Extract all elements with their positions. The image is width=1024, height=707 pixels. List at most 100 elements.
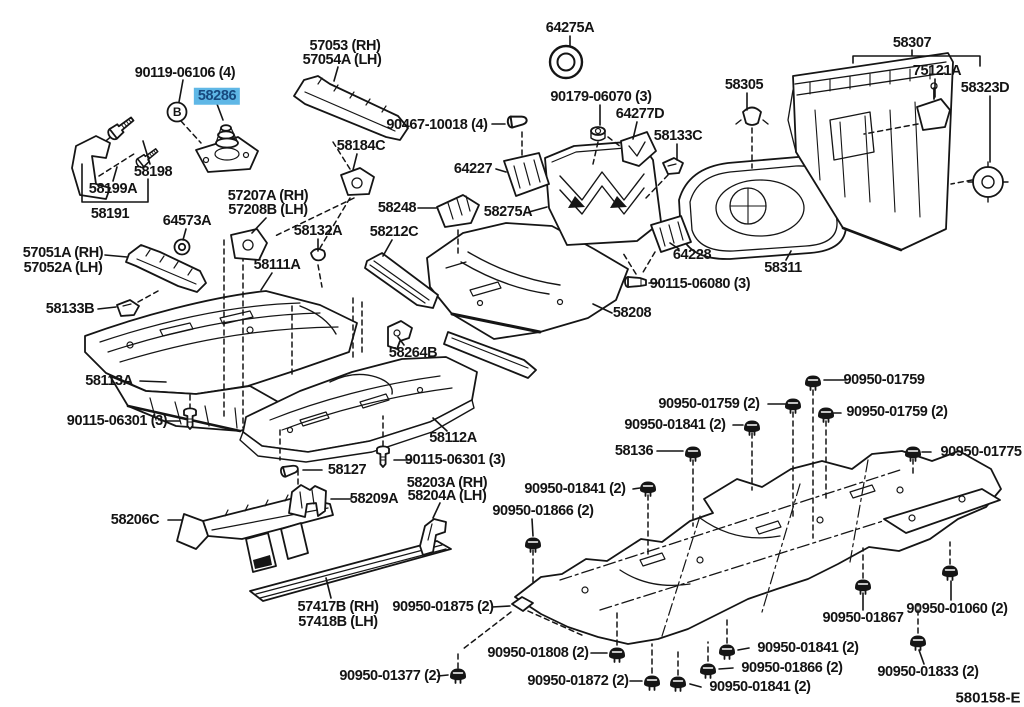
part-58248-bracket [436,194,480,228]
part-number-label: 57207A (RH) [227,187,309,204]
part-number-label: 58204A (LH) [407,487,487,504]
part-number-label: 58311 [764,259,802,276]
part-57053-brace [293,75,409,141]
part-number-label: 64275A [545,19,595,36]
part-57051a-brace [125,244,207,293]
part-number-label: 58112A [429,429,477,446]
part-number-label: 58206C [110,511,160,528]
part-number-label: 90950-01841 (2) [757,639,859,656]
leader-lines [81,35,991,688]
projection-lines [85,120,973,676]
part-58184c-bracket [340,167,375,196]
part-number-label: 58136 [614,442,654,459]
part-number-label: 90950-01060 (2) [906,600,1008,617]
part-number-label: 57418B (LH) [298,613,378,630]
part-58208-front-floor-panel [426,222,629,340]
part-58264b-bracket [387,320,413,350]
part-64227-bracket [503,152,550,197]
callout-b-circle [166,101,188,123]
part-floor-under-cover [514,450,1002,645]
part-58286-shift-boot [195,124,259,173]
part-number-label: 90119-06106 (4) [134,64,236,81]
part-58275a-insulator [544,140,662,246]
part-number-label: 90950-01872 (2) [527,672,629,689]
part-90950-01875-plug [511,596,534,612]
part-number-label: 90950-01841 (2) [524,480,626,497]
part-number-label: 64227 [453,160,493,177]
part-number-label: 57053 (RH) [309,37,381,54]
part-number-label: 58248 [377,199,417,216]
part-57417b-rocker-rail [249,540,452,602]
part-number-label: 90950-01775 [940,443,1022,460]
callout-b-label: B [172,105,182,119]
part-number-label: 90950-01875 (2) [392,598,494,615]
part-number-label: 57208B (LH) [228,201,308,218]
part-number-label: 58199A [88,180,138,197]
part-90179-nut [590,126,606,142]
part-number-label: 58198 [133,163,173,180]
part-number-label: 58323D [960,79,1010,96]
part-number-label: 58208 [612,304,652,321]
part-number-label: 57054A (LH) [302,51,382,68]
part-number-label: 58113A [85,372,133,389]
part-number-label: 64228 [672,246,712,263]
part-58307-lower-back-panel [787,52,954,252]
part-number-label: 90950-01866 (2) [741,659,843,676]
part-58132a-clip [310,248,326,262]
part-number-label: 58307 [892,34,932,51]
part-number-label: 90950-01841 (2) [624,416,726,433]
part-number-label: 64277D [615,105,665,122]
part-64275a-ring [548,44,584,80]
part-number-label: 58305 [724,76,764,93]
part-number-label: 58191 [90,205,130,222]
part-number-label: 57052A (LH) [23,259,103,276]
part-90467-plug [506,113,529,129]
part-number-label: 90950-01867 [822,609,904,626]
part-number-label: 90115-06301 (3) [66,412,168,429]
part-number-label: 58275A [483,203,533,220]
highlighted-part-label[interactable]: 58286 [193,87,241,105]
part-number-label: 90950-01759 [843,371,925,388]
part-number-label: 90950-01833 (2) [877,663,979,680]
part-58127-plug [278,462,300,479]
part-number-label: 90950-01808 (2) [487,644,589,661]
part-number-label: 58111A [253,256,301,273]
part-58212c-brace [364,252,439,309]
part-58133c-clip [662,157,684,175]
part-number-label: 75121A [912,62,962,79]
part-number-label: 90950-01759 (2) [658,395,760,412]
part-58133b-clip [116,299,140,317]
part-number-label: 90179-06070 (3) [550,88,652,105]
small-parts [71,44,1009,692]
part-number-label: 90115-06080 (3) [649,275,751,292]
part-number-label: 90950-01866 (2) [492,502,594,519]
part-number-label: 58132A [293,222,343,239]
floor-pan-artwork [84,52,1002,645]
part-number-label: 90467-10018 (4) [386,116,488,133]
part-58203a-bracket [419,518,447,556]
part-64573a-grommet [173,238,191,256]
part-number-label: 58264B [388,344,438,361]
part-number-label: 58133B [45,300,95,317]
part-number-label: 58209A [349,490,399,507]
part-58206c-member [176,494,334,573]
part-58112a-rear-floor-pan [239,356,478,463]
part-64277d-bracket [620,131,657,167]
part-number-label: 57417B (RH) [297,598,379,615]
part-number-label: 90950-01377 (2) [339,667,441,684]
part-90115-06080-bolt [624,276,647,288]
part-58305-clamp [742,106,762,126]
part-75121a-bracket [916,82,951,131]
part-number-label: 58212C [369,223,419,240]
part-number-label: 58127 [327,461,367,478]
part-number-label: 58133C [653,127,703,144]
part-58323d-grommet [967,161,1009,203]
part-number-label: 58203A (RH) [406,474,488,491]
part-number-label: 90115-06301 (3) [404,451,506,468]
part-57207a-plate [230,228,268,261]
diagram-code-label: 580158-E [955,689,1021,707]
part-number-label: 57051A (RH) [22,244,104,261]
part-58209a-bracket [288,484,327,518]
